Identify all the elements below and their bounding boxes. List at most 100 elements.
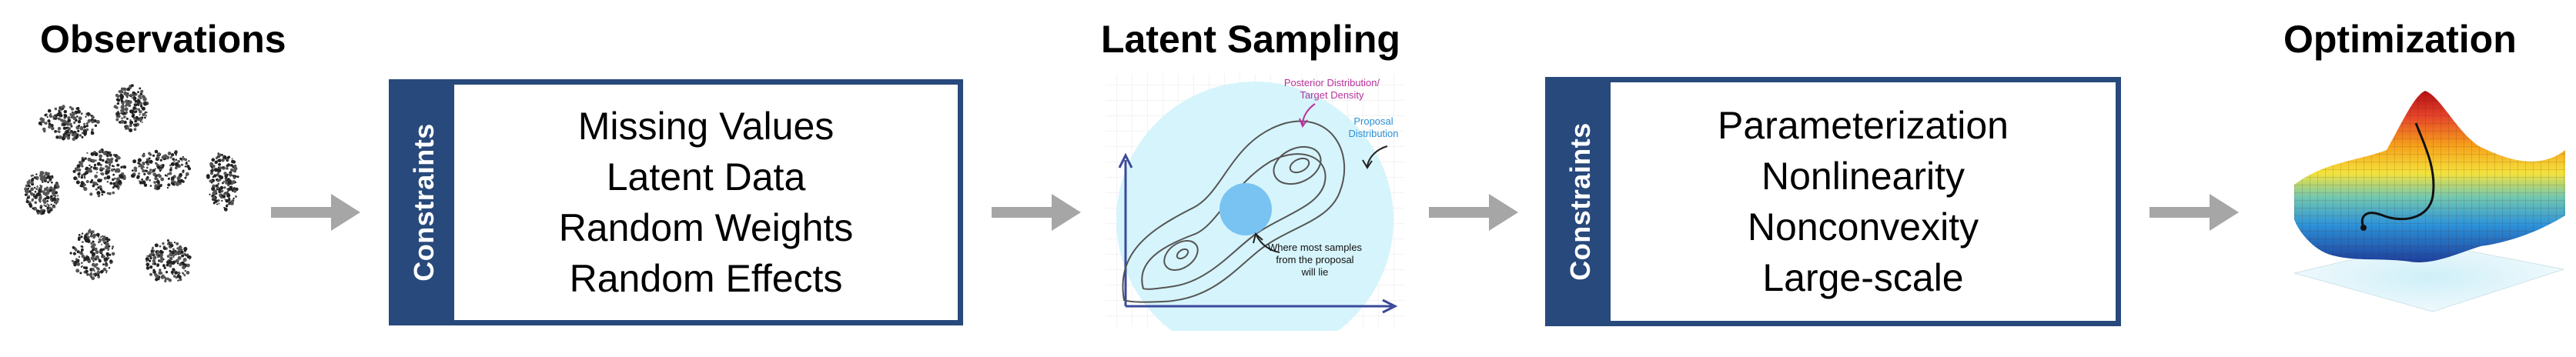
observation-point: [30, 187, 34, 192]
observation-point: [213, 193, 216, 196]
observation-point: [146, 158, 149, 161]
observations-title: Observations: [40, 18, 286, 61]
observation-point: [90, 245, 95, 249]
observation-point: [52, 205, 56, 209]
constraint-line: Random Effects: [569, 257, 843, 300]
observation-point: [151, 171, 154, 173]
observation-point: [81, 245, 84, 249]
observation-point: [152, 255, 157, 260]
observation-point: [156, 185, 161, 190]
samples-label-line2: from the proposal: [1276, 254, 1353, 265]
observation-point: [76, 164, 81, 168]
observation-point: [91, 230, 95, 234]
observation-point: [113, 177, 116, 180]
observation-point: [220, 153, 223, 156]
observation-point: [164, 174, 167, 177]
proposal-label-line1: Proposal: [1353, 115, 1393, 127]
observation-point: [176, 242, 179, 245]
observation-point: [162, 264, 166, 268]
observation-point: [186, 263, 190, 268]
observation-point: [92, 249, 95, 252]
observation-point: [94, 152, 99, 156]
observation-point: [159, 165, 162, 168]
observation-point: [149, 178, 152, 182]
observation-point: [56, 195, 59, 197]
observation-point: [175, 252, 179, 255]
observation-point: [80, 112, 83, 115]
observation-point: [146, 260, 148, 262]
observation-point: [67, 116, 71, 120]
observation-point: [140, 89, 144, 93]
observation-point: [101, 190, 105, 194]
observation-point: [141, 106, 146, 111]
observation-point: [166, 186, 169, 189]
observation-point: [152, 172, 157, 177]
observation-point: [160, 184, 162, 186]
observation-point: [129, 118, 132, 122]
observation-point: [102, 241, 105, 243]
observation-point: [115, 158, 119, 162]
observation-point: [126, 87, 131, 92]
observation-point: [125, 117, 129, 120]
observation-point: [112, 178, 115, 182]
observation-point: [63, 133, 65, 135]
observation-point: [137, 162, 140, 165]
observation-point: [33, 176, 36, 179]
observation-point: [44, 113, 47, 117]
observation-point: [101, 193, 104, 196]
observation-point: [188, 160, 190, 162]
observation-point: [121, 117, 123, 119]
observation-point: [78, 172, 81, 175]
observation-point: [139, 114, 141, 116]
observation-point: [120, 99, 123, 102]
observation-point: [167, 278, 170, 281]
proposal-label-line2: Distribution: [1348, 128, 1398, 139]
observation-point: [108, 267, 111, 269]
arrow-2-icon: [992, 194, 1081, 231]
observation-point: [212, 196, 216, 200]
optimization-path: [2360, 122, 2435, 228]
observation-point: [27, 187, 29, 190]
observation-point: [24, 193, 28, 196]
observation-point: [38, 189, 42, 193]
observation-point: [157, 173, 161, 177]
observation-point: [142, 180, 146, 185]
observation-point: [103, 176, 107, 180]
observation-point: [81, 135, 84, 138]
observation-point: [92, 252, 95, 256]
observation-point: [95, 250, 99, 255]
observation-point: [30, 181, 34, 185]
observation-point: [175, 162, 179, 167]
observation-point: [169, 246, 172, 249]
observation-point: [24, 187, 28, 191]
observation-point: [227, 188, 231, 191]
observation-point: [178, 275, 182, 279]
observation-point: [142, 102, 148, 106]
observation-point: [63, 121, 66, 124]
observation-point: [81, 158, 85, 162]
observation-point: [50, 209, 53, 212]
observation-point: [82, 241, 84, 243]
observation-point: [38, 121, 42, 125]
observation-point: [115, 177, 120, 182]
observation-point: [152, 154, 156, 157]
observation-point: [152, 269, 156, 272]
observation-point: [130, 109, 134, 114]
observation-point: [169, 256, 173, 261]
observation-point: [92, 240, 95, 243]
observation-point: [124, 107, 129, 112]
observation-point: [86, 239, 90, 242]
observation-point: [223, 206, 226, 209]
observation-point: [85, 266, 89, 270]
observation-point: [118, 164, 120, 166]
observation-point: [111, 252, 115, 256]
observation-point: [94, 174, 98, 178]
observation-point: [176, 176, 181, 181]
observation-point: [162, 259, 165, 261]
observation-point: [160, 275, 165, 279]
observation-point: [92, 260, 95, 262]
observation-point: [71, 259, 74, 262]
observation-point: [231, 189, 234, 192]
observation-point: [54, 191, 59, 195]
observation-point: [46, 209, 49, 212]
